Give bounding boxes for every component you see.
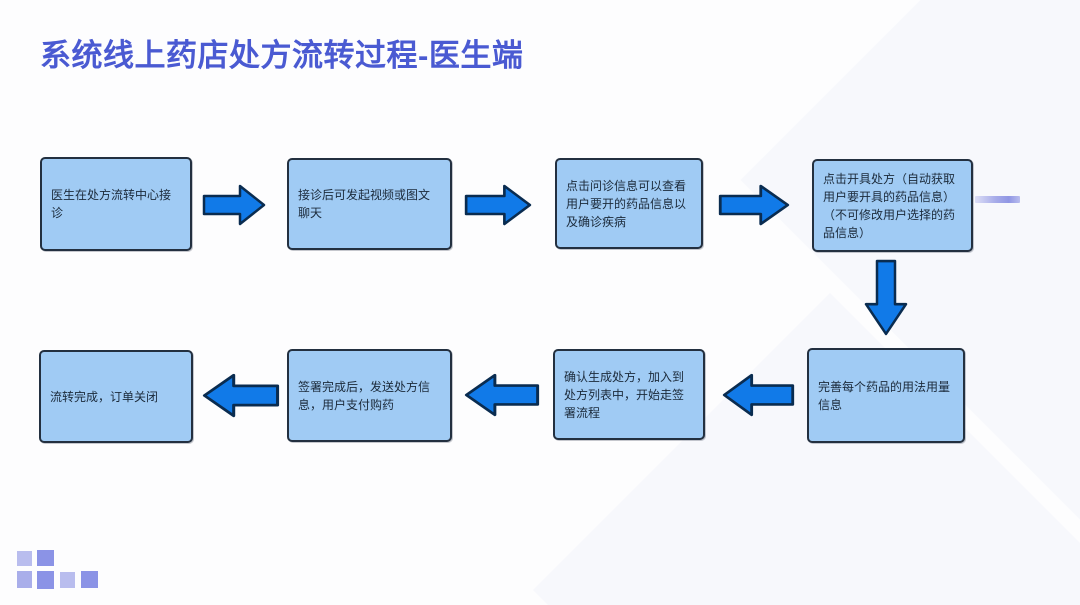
arrow-down-icon — [864, 259, 908, 337]
flow-step-8: 流转完成，订单关闭 — [39, 350, 193, 443]
flow-step-4-label: 点击开具处方（自动获取用户要开具的药品信息）（不可修改用户选择的药品信息） — [823, 171, 956, 240]
flow-step-7: 签署完成后，发送处方信息，用户支付购药 — [287, 349, 452, 442]
flow-step-4: 点击开具处方（自动获取用户要开具的药品信息）（不可修改用户选择的药品信息） — [812, 159, 973, 252]
flow-step-8-label: 流转完成，订单关闭 — [50, 389, 159, 404]
flow-step-3-label: 点击问诊信息可以查看用户要开的药品信息以及确诊疾病 — [566, 178, 687, 229]
flow-step-5-label: 完善每个药品的用法用量信息 — [818, 379, 951, 412]
background-watermark — [533, 293, 1080, 605]
slide-title: 系统线上药店处方流转过程-医生端 — [40, 38, 524, 73]
arrow-right-icon — [202, 183, 266, 227]
flow-step-2: 接诊后可发起视频或图文聊天 — [287, 158, 452, 250]
flow-step-7-label: 签署完成后，发送处方信息，用户支付购药 — [298, 379, 431, 412]
decorative-square — [37, 550, 54, 566]
arrow-left-icon — [202, 372, 280, 419]
decorative-purple-bar — [975, 196, 1020, 203]
flow-step-5: 完善每个药品的用法用量信息 — [807, 348, 965, 443]
arrow-left-icon — [464, 372, 540, 418]
decorative-square — [60, 572, 75, 588]
flow-step-6-label: 确认生成处方，加入到处方列表中，开始走签署流程 — [564, 369, 685, 420]
flow-step-3: 点击问诊信息可以查看用户要开的药品信息以及确诊疾病 — [555, 158, 703, 249]
decorative-square — [37, 571, 54, 589]
flow-step-1-label: 医生在处方流转中心接诊 — [51, 188, 172, 220]
flow-step-1: 医生在处方流转中心接诊 — [40, 157, 192, 251]
decorative-square — [81, 571, 98, 588]
arrow-right-icon — [718, 183, 790, 227]
arrow-right-icon — [464, 183, 532, 227]
flow-step-2-label: 接诊后可发起视频或图文聊天 — [298, 188, 431, 220]
decorative-square — [17, 551, 32, 566]
flow-step-6: 确认生成处方，加入到处方列表中，开始走签署流程 — [553, 349, 705, 440]
decorative-square — [17, 571, 32, 588]
arrow-left-icon — [722, 372, 795, 418]
